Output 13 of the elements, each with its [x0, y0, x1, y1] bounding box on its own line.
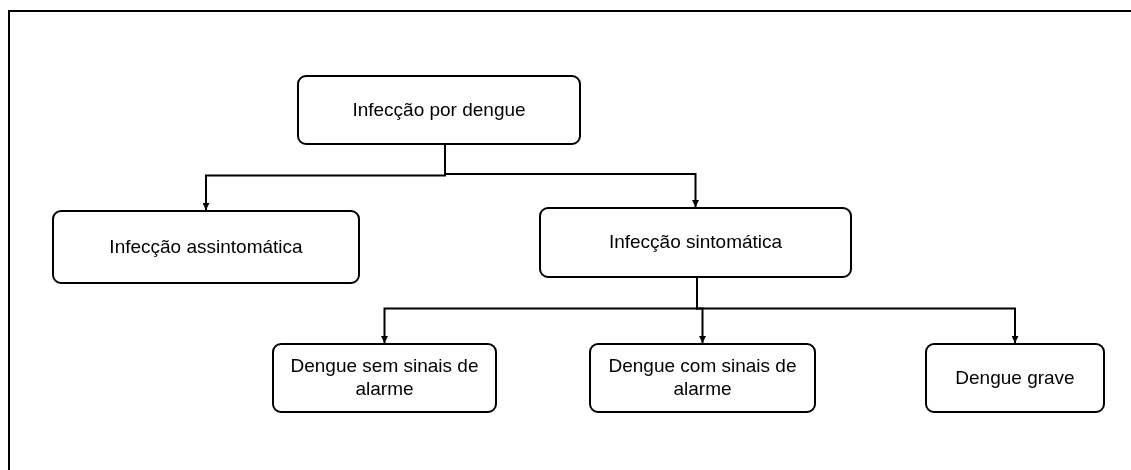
- process-box: [297, 75, 581, 145]
- node-label: Infecção assintomática: [109, 235, 303, 259]
- process-box: [272, 343, 497, 413]
- node-label: Infecção por dengue: [352, 98, 526, 122]
- node-label: Dengue com sinais de alarme: [607, 355, 798, 401]
- process-box: [539, 207, 852, 278]
- process-box: [589, 343, 816, 413]
- node-label: Dengue sem sinais de alarme: [289, 355, 480, 401]
- node-label: Dengue grave: [955, 366, 1075, 390]
- node-label: Infecção sintomática: [608, 231, 783, 254]
- connector-arrow: [444, 144, 699, 208]
- process-box: [925, 343, 1105, 413]
- process-box: [52, 210, 360, 284]
